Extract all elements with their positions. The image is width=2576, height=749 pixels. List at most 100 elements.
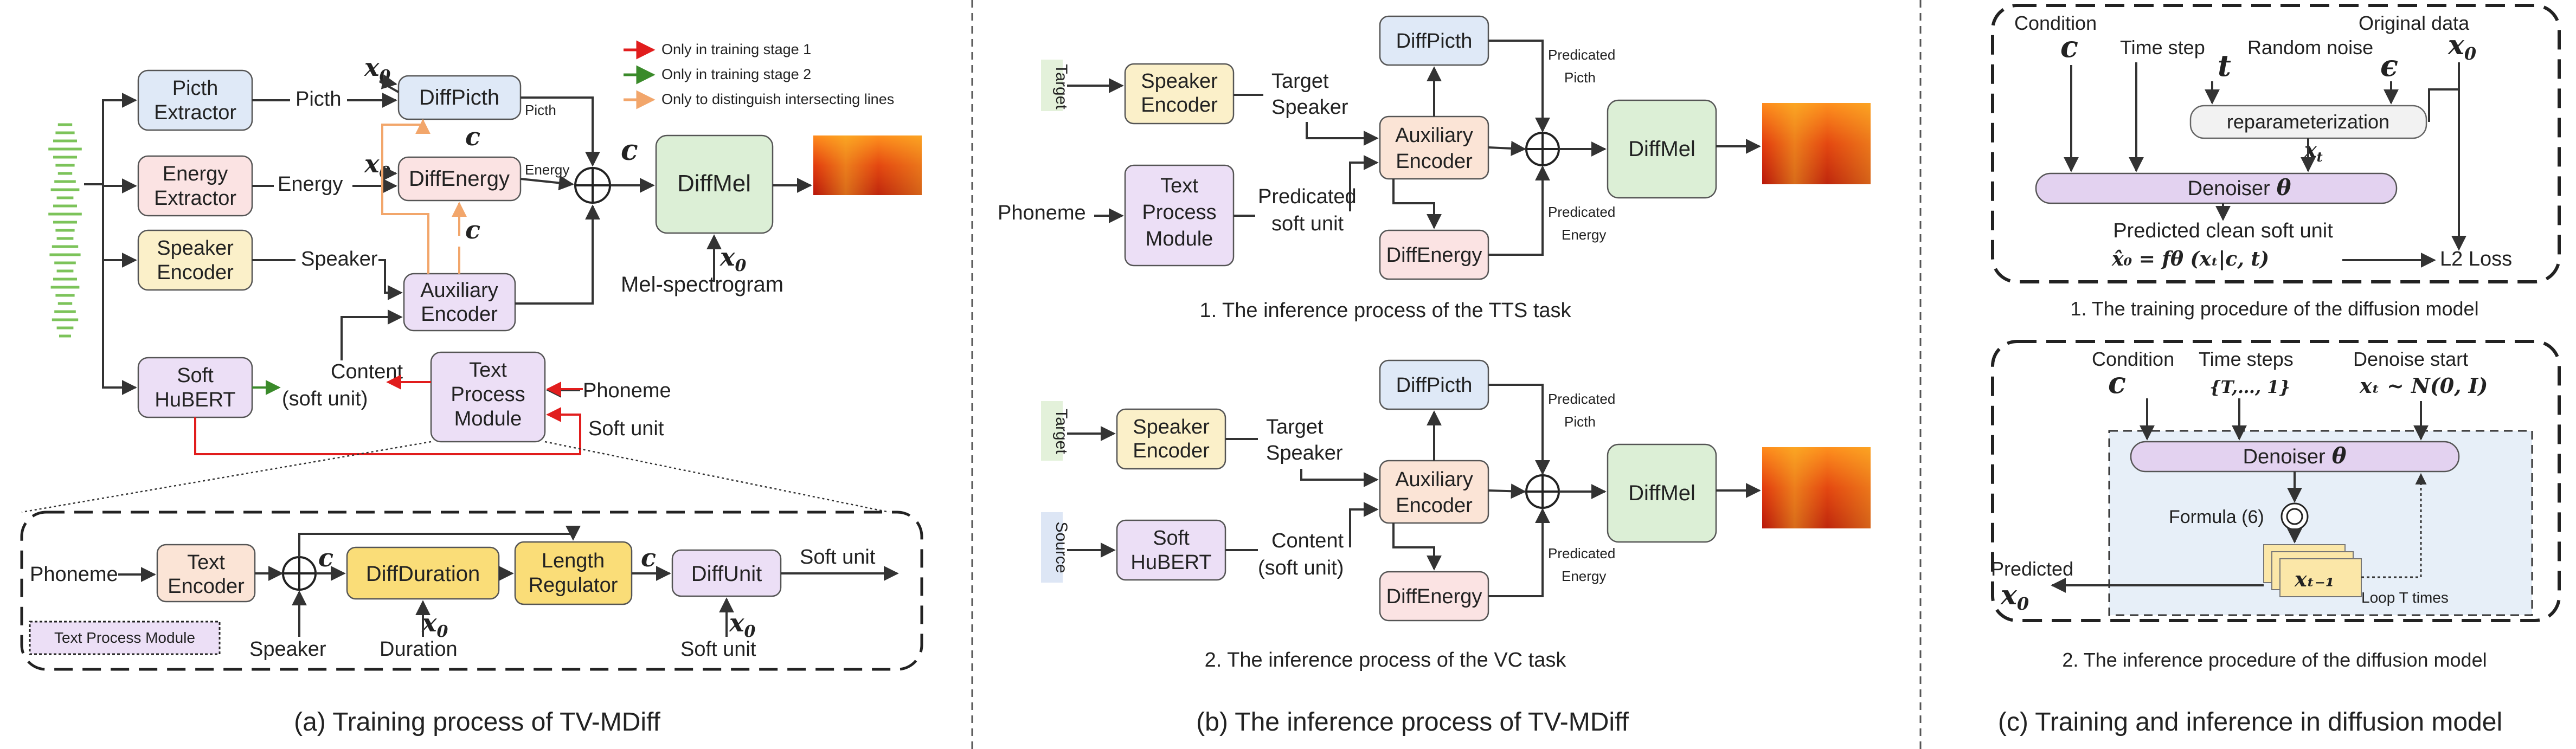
- zoom-line: [544, 441, 890, 513]
- text-process-module-label-1: Text: [469, 359, 507, 382]
- c-symbol: c: [465, 122, 480, 151]
- train-original-data-label: Original data: [2359, 12, 2470, 34]
- mel-spectrogram-image: [813, 135, 922, 195]
- tts-arrows: [1067, 40, 1761, 256]
- infer-arrows: [2051, 398, 2429, 593]
- tts-diff-energy-label: DiffEnergy: [1386, 244, 1482, 267]
- predicted-clean-label: Predicted clean soft unit: [2113, 219, 2333, 242]
- vc-target-speaker-label-1: Target: [1266, 416, 1324, 438]
- diff-energy-label: DiffEnergy: [409, 167, 510, 191]
- xt-minus-1-symbol: xₜ₋₁: [2294, 567, 2334, 591]
- infer-condition-label: Condition: [2092, 348, 2174, 370]
- vc-predicated-pitch-label-2: Picth: [1564, 414, 1596, 430]
- mel-spectrogram-label: Mel-spectrogram: [621, 273, 783, 296]
- tts-target-tag: Target: [1052, 64, 1070, 109]
- denoise-start-label: Denoise start: [2353, 348, 2468, 370]
- panel-c-diffusion: Condition c Time step t Random noise ϵ O…: [1991, 4, 2561, 737]
- vc-mel-spectrogram-image: [1762, 447, 1871, 528]
- vc-predicated-energy-label-1: Predicated: [1548, 545, 1615, 561]
- vc-content-label-1: Content: [1271, 530, 1344, 552]
- detail-phoneme-label: Phoneme: [30, 563, 118, 586]
- energy-extractor-label-1: Energy: [163, 163, 228, 185]
- vc-source-waveform-icon: Source: [1041, 512, 1070, 583]
- tts-target-waveform-icon: Target: [1041, 60, 1070, 111]
- tts-speaker-encoder-label-1: Speaker: [1141, 70, 1218, 93]
- detail-soft-unit-out-label: Soft unit: [800, 546, 876, 569]
- energy-label: Energy: [278, 173, 343, 196]
- vc-auxiliary-encoder-label-2: Encoder: [1396, 494, 1473, 517]
- soft-hubert-label-1: Soft: [177, 364, 214, 387]
- phoneme-label: Phoneme: [583, 379, 671, 402]
- train-condition-label: Condition: [2014, 12, 2097, 34]
- detail-arrows: [118, 525, 899, 637]
- tts-diff-pitch-label: DiffPicth: [1396, 30, 1473, 53]
- noise-distribution: xₜ ~ N(0, I): [2359, 373, 2488, 398]
- train-c-symbol: c: [2060, 29, 2078, 64]
- text-process-module-box: [430, 351, 546, 443]
- picth-label: Picth: [295, 88, 341, 111]
- text-encoder-label-2: Encoder: [168, 575, 245, 598]
- tts-text-process-module-label-1: Text: [1160, 175, 1198, 197]
- soft-unit-paren-label: (soft unit): [282, 388, 368, 410]
- detail-soft-unit-in-label: Soft unit: [680, 638, 756, 661]
- time-steps-label: Time steps: [2199, 348, 2294, 370]
- c-symbol: c: [465, 215, 480, 244]
- tts-speaker-encoder-label-2: Encoder: [1141, 94, 1218, 117]
- length-regulator-label-2: Regulator: [529, 574, 618, 597]
- tts-diff-mel-box: [1607, 99, 1717, 199]
- soft-unit-label: Soft unit: [588, 417, 664, 440]
- vc-speaker-encoder-label-1: Speaker: [1133, 416, 1210, 438]
- vc-diff-pitch-label: DiffPicth: [1396, 374, 1473, 397]
- l2-loss-label: L2 Loss: [2440, 248, 2512, 270]
- inference-procedure-frame: [1991, 340, 2561, 622]
- input-waveform-icon: [48, 123, 103, 338]
- legend: Only in training stage 1 Only in trainin…: [624, 40, 894, 109]
- train-x0-symbol: x0: [2447, 29, 2476, 64]
- formula-ref-label: Formula (6): [2169, 507, 2264, 527]
- sum-node-icon: [1525, 474, 1560, 509]
- pitch-extractor-label-2: Extractor: [154, 101, 236, 124]
- vc-auxiliary-encoder-label-1: Auxiliary: [1395, 468, 1473, 491]
- train-formula: x̂₀ = fθ (xₜ|c, t): [2111, 248, 2269, 270]
- legend-item-1: Only in training stage 1: [661, 41, 811, 57]
- tts-predicated-pitch-label-1: Predicated: [1548, 47, 1615, 63]
- train-xt-symbol: xt: [2304, 138, 2323, 165]
- panel-c-caption: (c) Training and inference in diffusion …: [1998, 708, 2502, 737]
- x0-symbol: x0: [364, 149, 390, 182]
- connector-arrows: [102, 74, 812, 398]
- text-process-module-detail: [20, 511, 923, 671]
- infer-x0-symbol: x0: [2000, 579, 2029, 614]
- infer-c-symbol: c: [2108, 365, 2126, 400]
- formula-node-icon: [2281, 502, 2309, 531]
- vc-source-tag: Source: [1052, 521, 1070, 573]
- time-steps-set: {T,…, 1}: [2209, 377, 2290, 397]
- tts-phoneme-label: Phoneme: [998, 202, 1086, 224]
- module-tag-label: Text Process Module: [54, 629, 195, 646]
- inference-title: 2. The inference procedure of the diffus…: [2062, 649, 2487, 671]
- vc-speaker-encoder-label-2: Encoder: [1133, 440, 1210, 462]
- x0-symbol: x0: [421, 608, 448, 641]
- auxiliary-encoder-label-1: Auxiliary: [420, 279, 498, 302]
- diff-duration-label: DiffDuration: [366, 562, 480, 586]
- loop-label: Loop T times: [2361, 589, 2449, 606]
- vc-content-label-2: (soft unit): [1258, 557, 1344, 579]
- tts-diff-mel-label: DiffMel: [1628, 137, 1695, 161]
- speaker-encoder-label-2: Encoder: [157, 261, 234, 284]
- text-process-module-label-2: Process: [451, 383, 525, 406]
- tts-predicated-soft-unit-label-1: Predicated: [1258, 185, 1357, 208]
- x0-symbol: x0: [364, 53, 390, 86]
- tts-predicated-pitch-label-2: Picth: [1564, 69, 1596, 86]
- sum-node-icon: [574, 167, 611, 204]
- c-symbol: c: [318, 543, 333, 572]
- tts-text-process-module-label-2: Process: [1142, 201, 1216, 224]
- tts-target-speaker-label-2: Speaker: [1271, 96, 1348, 119]
- content-label: Content: [331, 360, 403, 383]
- c-symbol: c: [621, 134, 638, 167]
- auxiliary-encoder-label-2: Encoder: [421, 303, 498, 326]
- length-regulator-label-1: Length: [542, 550, 605, 572]
- panel-a-caption: (a) Training process of TV-MDiff: [294, 708, 660, 737]
- energy-small-label: Energy: [525, 162, 569, 178]
